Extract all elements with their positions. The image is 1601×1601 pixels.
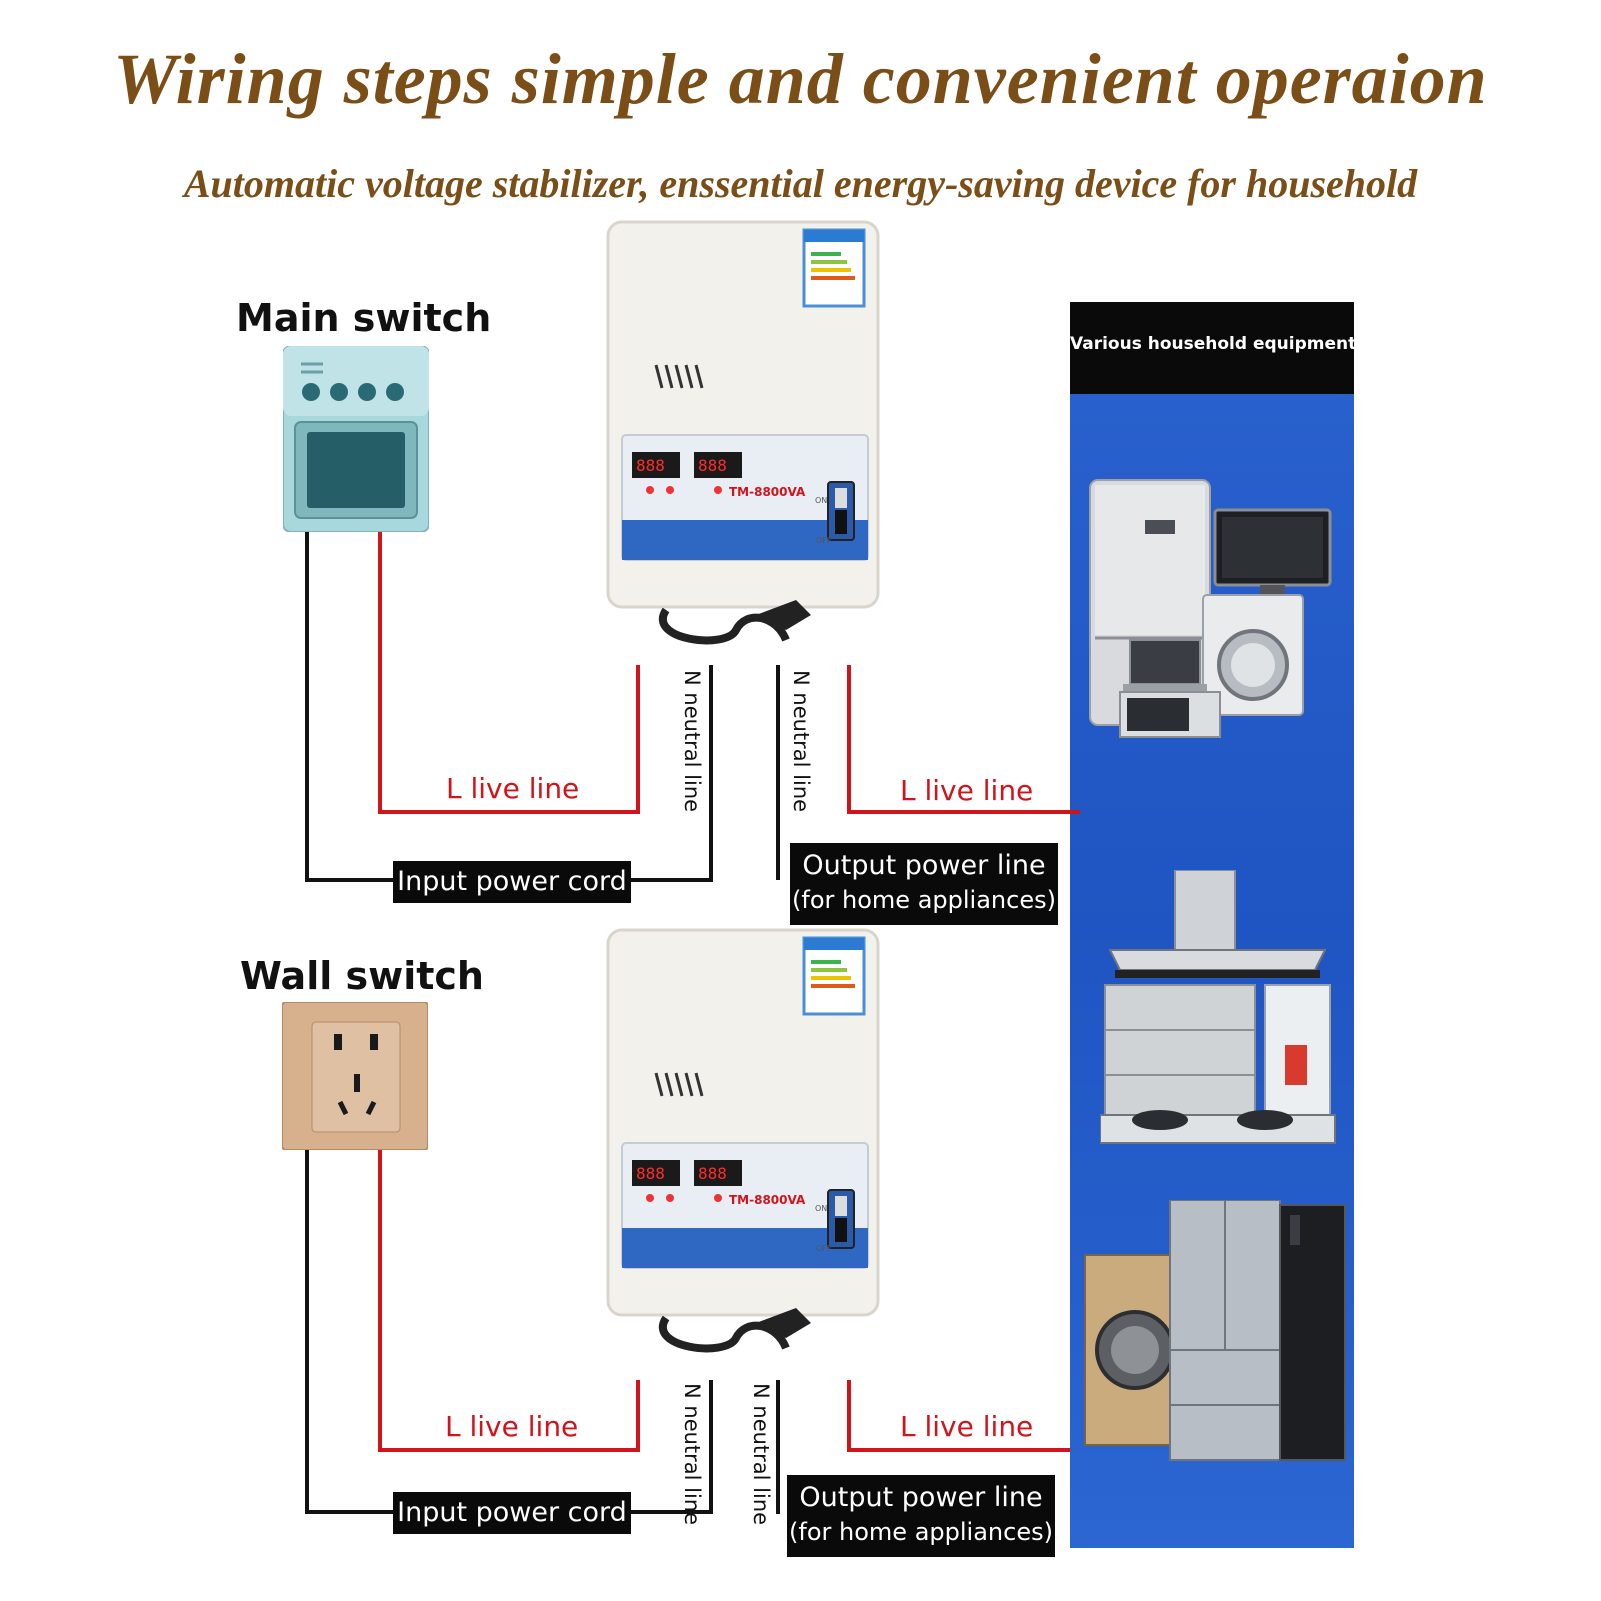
bottom-input-live-wire-right bbox=[636, 1380, 640, 1452]
device-on-label-bottom: ON bbox=[815, 1204, 828, 1213]
appliances-group-kitchen-electronics bbox=[1089, 479, 1332, 738]
voltage-stabilizer-icon: 888 888 bbox=[606, 220, 880, 645]
appliances-group-laundry-fridges bbox=[1084, 1200, 1346, 1461]
page-title: Wiring steps simple and convenient opera… bbox=[113, 39, 1488, 119]
device-off-label-bottom: OFF bbox=[816, 1244, 832, 1253]
bottom-output-live-wire-bottom bbox=[847, 1448, 1070, 1452]
bottom-output-neutral-label: N neutral line bbox=[749, 1383, 773, 1526]
page-subtitle: Automatic voltage stabilizer, enssential… bbox=[183, 161, 1418, 206]
main-switch-icon bbox=[283, 346, 429, 532]
svg-text:888: 888 bbox=[698, 456, 727, 475]
bottom-input-neutral-label: N neutral line bbox=[680, 1383, 704, 1526]
range-hood-icon bbox=[1108, 870, 1327, 978]
bottom-input-cord-label: Input power cord bbox=[393, 1492, 631, 1534]
device-on-label-top: ON bbox=[815, 496, 828, 505]
bottom-input-live-wire-left bbox=[378, 1150, 382, 1452]
main-switch-label: Main switch bbox=[236, 296, 492, 340]
front-loader-washer-icon bbox=[1084, 1254, 1186, 1446]
bottom-output-note-label: (for home appliances) bbox=[789, 1518, 1053, 1546]
bottom-output-live-wire bbox=[847, 1380, 851, 1452]
bottom-output-live-label: L live line bbox=[900, 1410, 1034, 1443]
top-output-neutral-label: N neutral line bbox=[789, 670, 813, 813]
device-model-bottom: TM-8800VA bbox=[729, 1193, 806, 1207]
top-output-neutral-wire bbox=[776, 665, 780, 880]
svg-text:888: 888 bbox=[698, 1164, 727, 1183]
bottom-output-line-label: Output power line bbox=[799, 1482, 1043, 1513]
svg-text:888: 888 bbox=[636, 456, 665, 475]
refrigerator-icon bbox=[1089, 479, 1211, 726]
top-input-neutral-wire-right bbox=[709, 665, 713, 882]
small-fridge-icon bbox=[1264, 984, 1331, 1121]
top-input-live-wire-right bbox=[636, 665, 640, 814]
svg-text:888: 888 bbox=[636, 1164, 665, 1183]
laptop-icon bbox=[1123, 639, 1207, 691]
top-input-neutral-wire-left bbox=[305, 532, 309, 882]
bottom-output-line-box: Output power line (for home appliances) bbox=[787, 1475, 1055, 1557]
device-model-top: TM-8800VA bbox=[729, 485, 806, 499]
top-output-line-box: Output power line (for home appliances) bbox=[790, 843, 1058, 925]
top-input-live-label: L live line bbox=[446, 772, 580, 805]
washing-machine-icon bbox=[1202, 594, 1304, 716]
cooktop-icon bbox=[1100, 1110, 1336, 1144]
appliances-panel-title: Various household equipment bbox=[1070, 334, 1357, 354]
wall-switch-label: Wall switch bbox=[240, 954, 484, 998]
top-input-live-wire-bottom bbox=[378, 810, 640, 814]
top-output-live-wire-bottom bbox=[847, 810, 1080, 814]
top-input-live-wire-left bbox=[378, 532, 382, 814]
microwave-icon bbox=[1119, 691, 1221, 738]
bottom-output-neutral-wire bbox=[776, 1380, 780, 1514]
bottom-input-neutral-wire-right bbox=[709, 1380, 713, 1514]
top-input-cord-label: Input power cord bbox=[393, 861, 631, 903]
wall-socket-icon bbox=[282, 1002, 428, 1150]
top-output-note-label: (for home appliances) bbox=[792, 886, 1056, 914]
appliances-panel-header bbox=[1070, 302, 1354, 394]
voltage-stabilizer-icon-bottom: 888 888 bbox=[606, 928, 880, 1353]
appliances-group-kitchen bbox=[1100, 870, 1336, 1144]
bottom-input-live-wire-bottom bbox=[378, 1448, 640, 1452]
top-output-live-wire bbox=[847, 665, 851, 814]
tv-icon bbox=[1213, 508, 1332, 597]
device-off-label-top: OFF bbox=[816, 536, 832, 545]
black-glass-fridge-icon bbox=[1279, 1204, 1346, 1461]
bottom-input-live-label: L live line bbox=[445, 1410, 579, 1443]
top-input-neutral-label: N neutral line bbox=[680, 670, 704, 813]
bottom-input-neutral-wire-left bbox=[305, 1150, 309, 1514]
french-door-fridge-icon bbox=[1169, 1200, 1281, 1461]
top-output-live-label: L live line bbox=[900, 774, 1034, 807]
top-output-line-label: Output power line bbox=[802, 850, 1046, 881]
dishwasher-icon bbox=[1104, 984, 1256, 1116]
